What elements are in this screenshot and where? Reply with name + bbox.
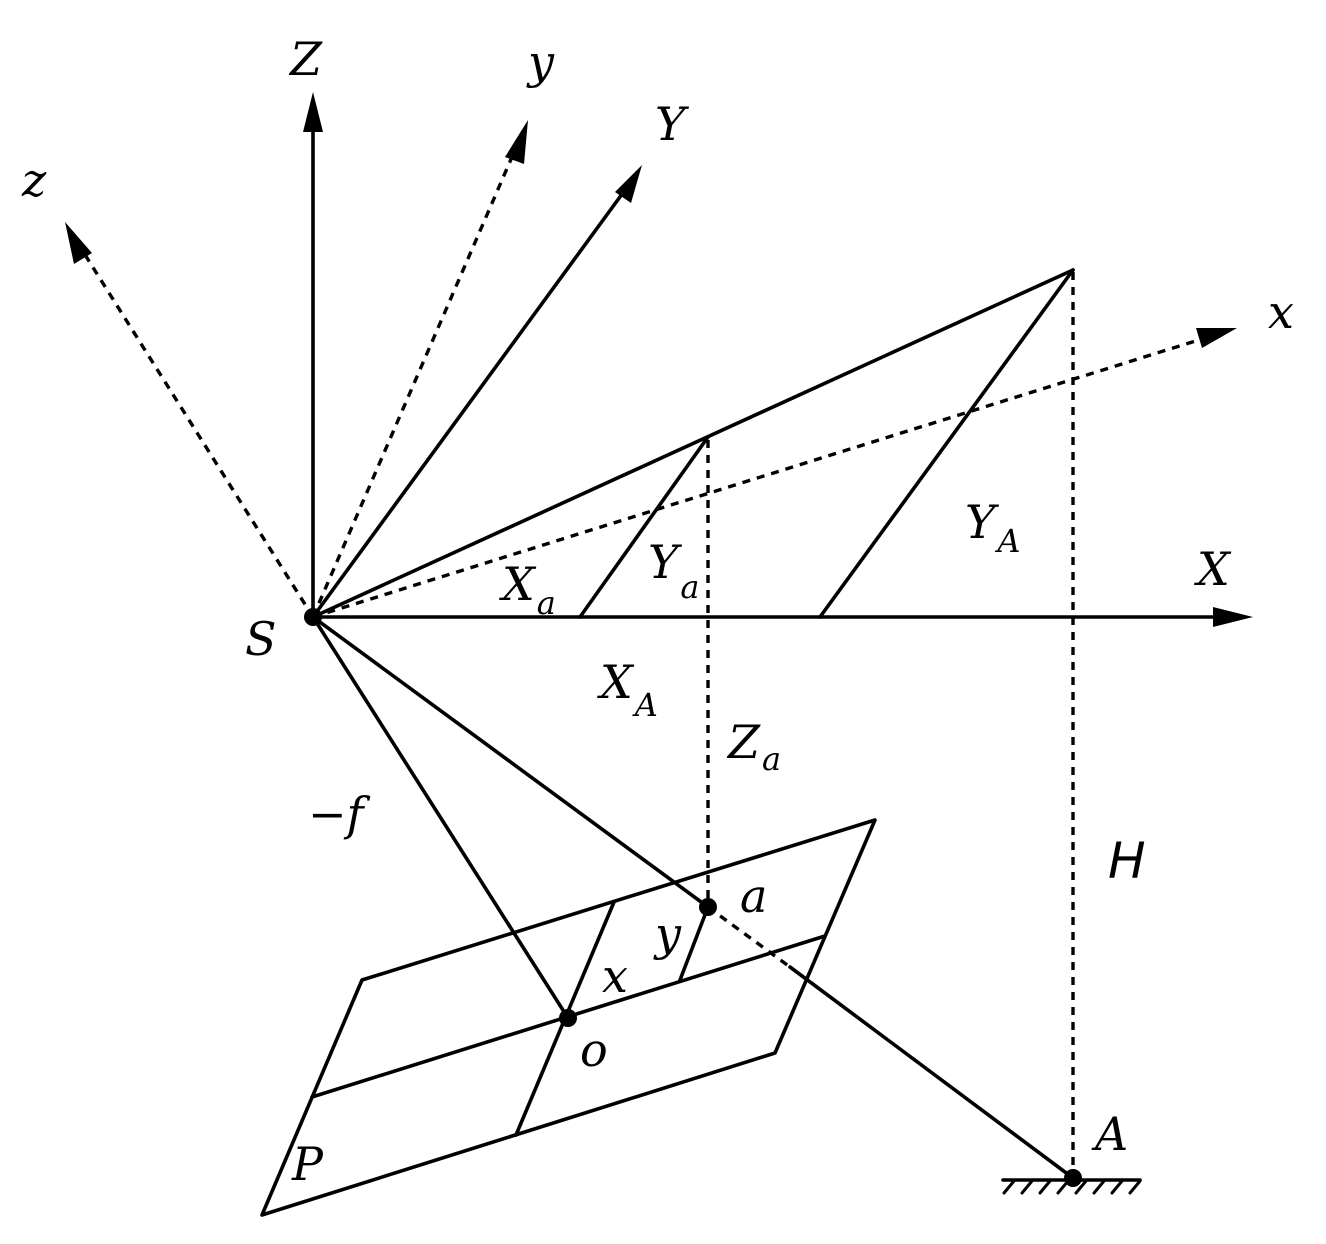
- label-neg-f: −f: [308, 787, 371, 841]
- label-x-camera: x: [1268, 285, 1294, 339]
- ray-a-to-A-dashed: [706, 905, 792, 969]
- z-axis-arrowhead: [65, 222, 92, 264]
- label-H: H: [1108, 832, 1146, 890]
- label-Y: Y: [655, 97, 690, 151]
- z-axis: [80, 249, 315, 618]
- label-y-image: y: [653, 907, 682, 961]
- image-plane-P: [260, 818, 877, 1217]
- label-Z: Z: [288, 32, 323, 86]
- ray-a-to-A: [788, 965, 1075, 1180]
- label-Za: Za: [726, 715, 781, 778]
- point-a: [699, 898, 717, 916]
- label-YA: YA: [965, 495, 1020, 560]
- y-axis-arrowhead: [505, 120, 528, 164]
- image-ray-S-to-a: [311, 615, 710, 909]
- x-axis: [312, 336, 1206, 619]
- label-A: A: [1091, 1107, 1128, 1161]
- Y-axis: [311, 188, 627, 619]
- label-Ya: Ya: [648, 535, 699, 606]
- label-Xa: Xa: [499, 557, 556, 622]
- ray-S-to-A-projection: [311, 268, 1075, 619]
- focal-ray-S-to-o: [311, 615, 570, 1020]
- YA-segment: [818, 268, 1075, 619]
- label-a: a: [740, 869, 767, 923]
- label-z-camera: z: [21, 153, 47, 207]
- Ya-segment: [578, 435, 710, 619]
- ground-hatching: [1002, 1179, 1142, 1195]
- point-S: [304, 608, 322, 626]
- label-S: S: [245, 612, 277, 666]
- point-o: [559, 1009, 577, 1027]
- Z-axis-arrowhead: [303, 92, 323, 132]
- x-axis-arrowhead: [1196, 328, 1237, 348]
- label-XA: XA: [597, 655, 658, 724]
- X-axis-arrowhead: [1213, 607, 1253, 627]
- label-P: P: [291, 1137, 324, 1191]
- label-o: o: [580, 1023, 608, 1077]
- point-A: [1064, 1169, 1082, 1187]
- a-y-coordinate: [678, 905, 710, 982]
- label-X: X: [1194, 542, 1232, 596]
- y-axis: [311, 149, 517, 618]
- label-x-image: x: [602, 949, 628, 1003]
- label-y-camera: y: [526, 35, 555, 89]
- Y-axis-arrowhead: [615, 165, 642, 203]
